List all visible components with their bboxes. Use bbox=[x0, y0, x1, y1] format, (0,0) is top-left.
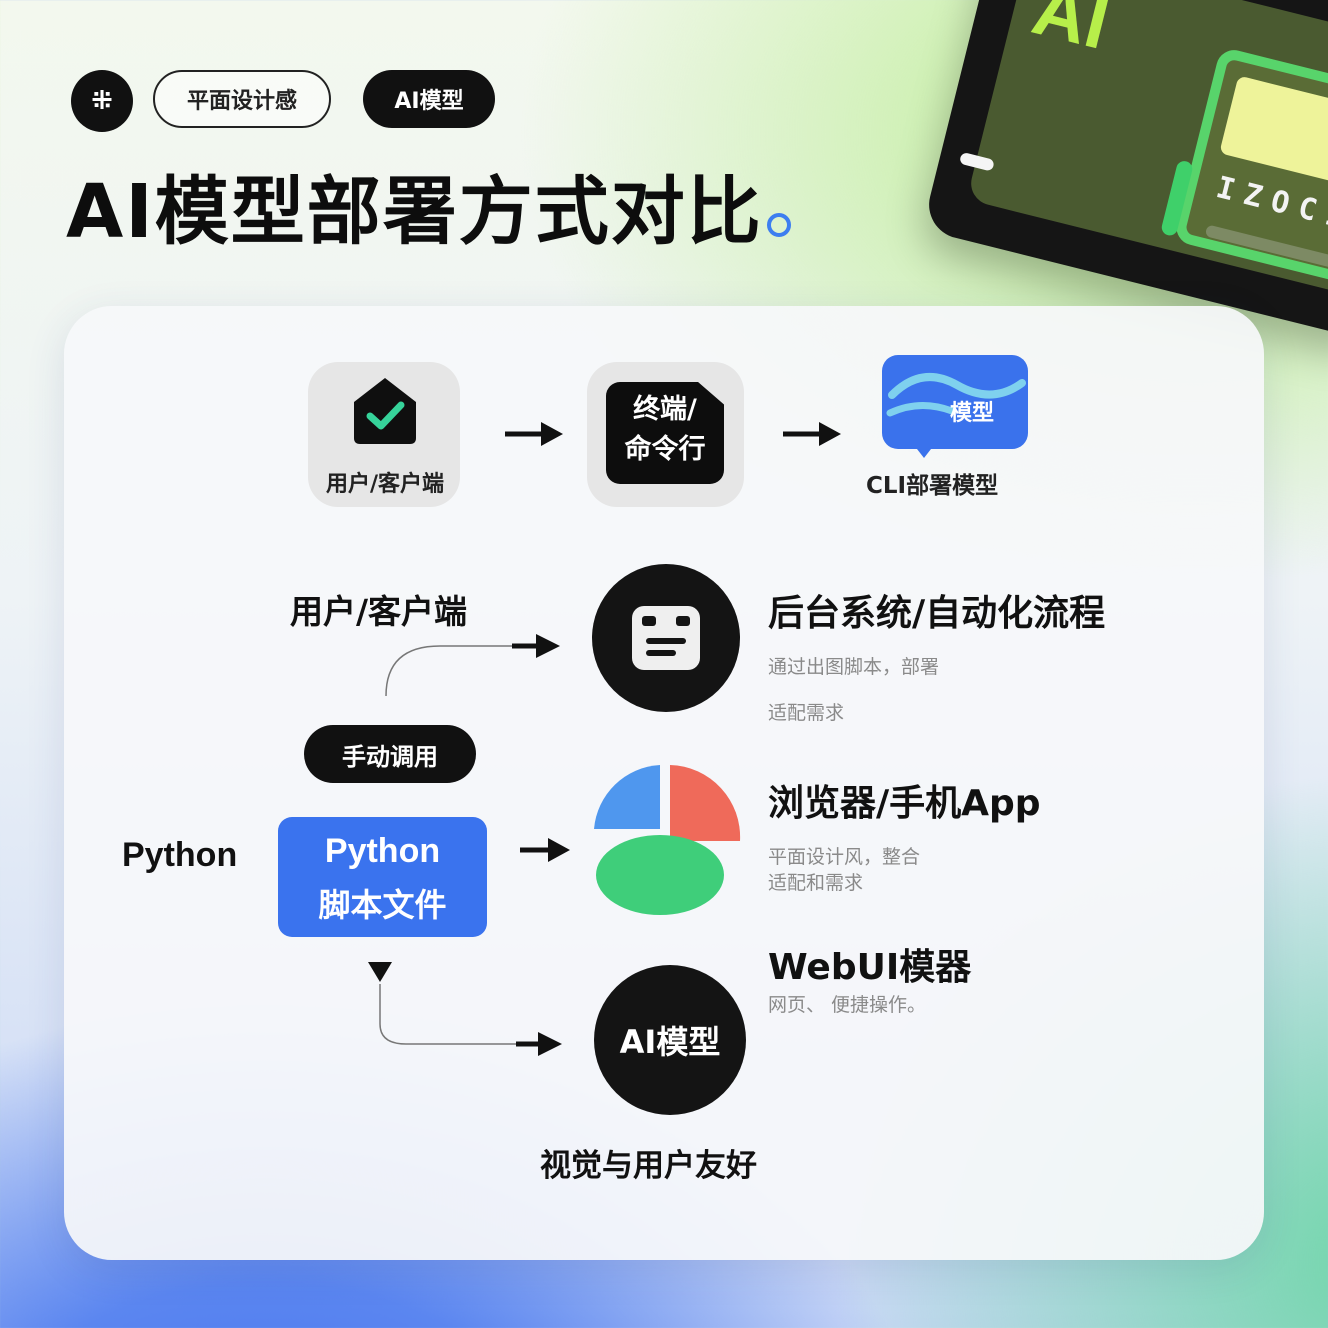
page-title-text: AI模型部署方式对比 bbox=[66, 169, 763, 255]
footer-caption: 视觉与用户友好 bbox=[540, 1148, 757, 1184]
device-screen: AI IZOCI bbox=[966, 0, 1328, 301]
robot-face-icon bbox=[632, 606, 700, 670]
bubble-wave-icon bbox=[886, 373, 1026, 417]
ai-model-label: AI模型 bbox=[619, 1023, 721, 1061]
model-bubble-label: 模型 bbox=[950, 401, 995, 426]
python-script-title: Python bbox=[324, 832, 441, 870]
down-curved-arrow-icon bbox=[368, 962, 562, 1056]
python-side-label: Python bbox=[122, 836, 238, 874]
python-script-box[interactable] bbox=[278, 817, 487, 937]
logo-icon: ⁜ bbox=[71, 70, 133, 132]
speech-bubble-icon bbox=[882, 355, 1028, 449]
speech-bubble-tail bbox=[910, 440, 938, 458]
terminal-label: 终端/ 命令行 bbox=[606, 390, 724, 470]
device-screen-ai-text: AI bbox=[1025, 0, 1118, 65]
option-backend-desc: 通过出图脚本，部署 bbox=[768, 656, 940, 678]
cli-deploy-label: CLI部署模型 bbox=[866, 473, 999, 499]
device-screen-panel bbox=[1172, 46, 1328, 301]
option-webui-title: WebUI模器 bbox=[768, 947, 972, 988]
curved-arrow-icon bbox=[385, 634, 560, 697]
user-client-label: 用户/客户端 bbox=[290, 592, 468, 631]
arrow-right-icon bbox=[520, 838, 570, 862]
option-backend-title: 后台系统/自动化流程 bbox=[768, 593, 1106, 634]
arrow-right-icon bbox=[505, 422, 563, 446]
terminal-label-line1: 终端/ bbox=[633, 394, 697, 425]
python-script-subtitle: 脚本文件 bbox=[318, 886, 447, 924]
ai-model-circle bbox=[594, 965, 746, 1115]
option-webui-desc: 网页、 便捷操作。 bbox=[768, 994, 927, 1016]
terminal-icon bbox=[606, 382, 724, 484]
title-dot-icon bbox=[766, 213, 791, 237]
option-browser-title: 浏览器/手机App bbox=[768, 783, 1041, 824]
option-browser-desc: 平面设计风，整合 bbox=[768, 846, 921, 868]
terminal-label-line2: 命令行 bbox=[624, 434, 706, 465]
page-title: AI模型部署方式对比 bbox=[66, 152, 791, 259]
shield-check-icon bbox=[354, 378, 416, 444]
option-backend-desc-2: 适配需求 bbox=[768, 702, 845, 724]
arrow-right-icon bbox=[783, 422, 841, 446]
tag-flat-design[interactable]: 平面设计感 bbox=[153, 70, 331, 128]
manual-call-pill[interactable]: 手动调用 bbox=[304, 725, 476, 783]
user-client-tile-label: 用户/客户端 bbox=[325, 472, 445, 497]
device-illustration: AI IZOCI bbox=[921, 0, 1328, 341]
pie-chart-icon bbox=[594, 765, 741, 915]
option-browser-desc-2: 适配和需求 bbox=[768, 872, 864, 894]
tag-ai-model[interactable]: AI模型 bbox=[363, 70, 495, 128]
